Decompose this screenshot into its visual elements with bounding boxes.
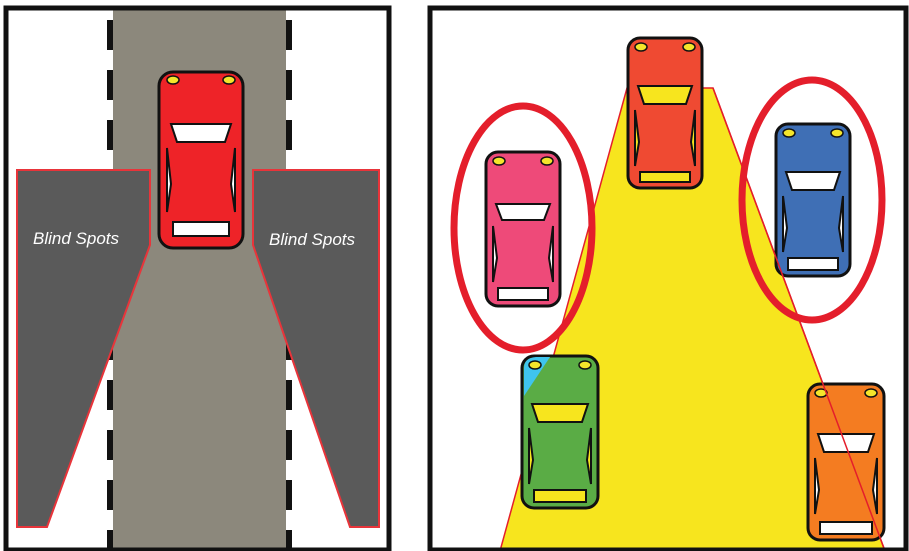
headlight-icon xyxy=(579,361,591,369)
headlight-icon xyxy=(529,361,541,369)
pink-car xyxy=(486,152,560,306)
green-car xyxy=(522,356,598,508)
headlight-icon xyxy=(167,76,179,84)
blue-car xyxy=(776,124,850,276)
headlight-icon xyxy=(783,129,795,137)
headlight-icon xyxy=(831,129,843,137)
headlight-icon xyxy=(223,76,235,84)
left-blind-spot-label: Blind Spots xyxy=(33,229,119,248)
left-panel: Blind Spots Blind Spots xyxy=(6,8,389,550)
right-panel xyxy=(430,8,906,551)
headlight-icon xyxy=(493,157,505,165)
headlight-icon xyxy=(865,389,877,397)
headlight-icon xyxy=(541,157,553,165)
red-car xyxy=(159,72,243,248)
headlight-icon xyxy=(683,43,695,51)
right-blind-spot-label: Blind Spots xyxy=(269,230,355,249)
headlight-icon xyxy=(635,43,647,51)
lead-car xyxy=(628,38,702,188)
